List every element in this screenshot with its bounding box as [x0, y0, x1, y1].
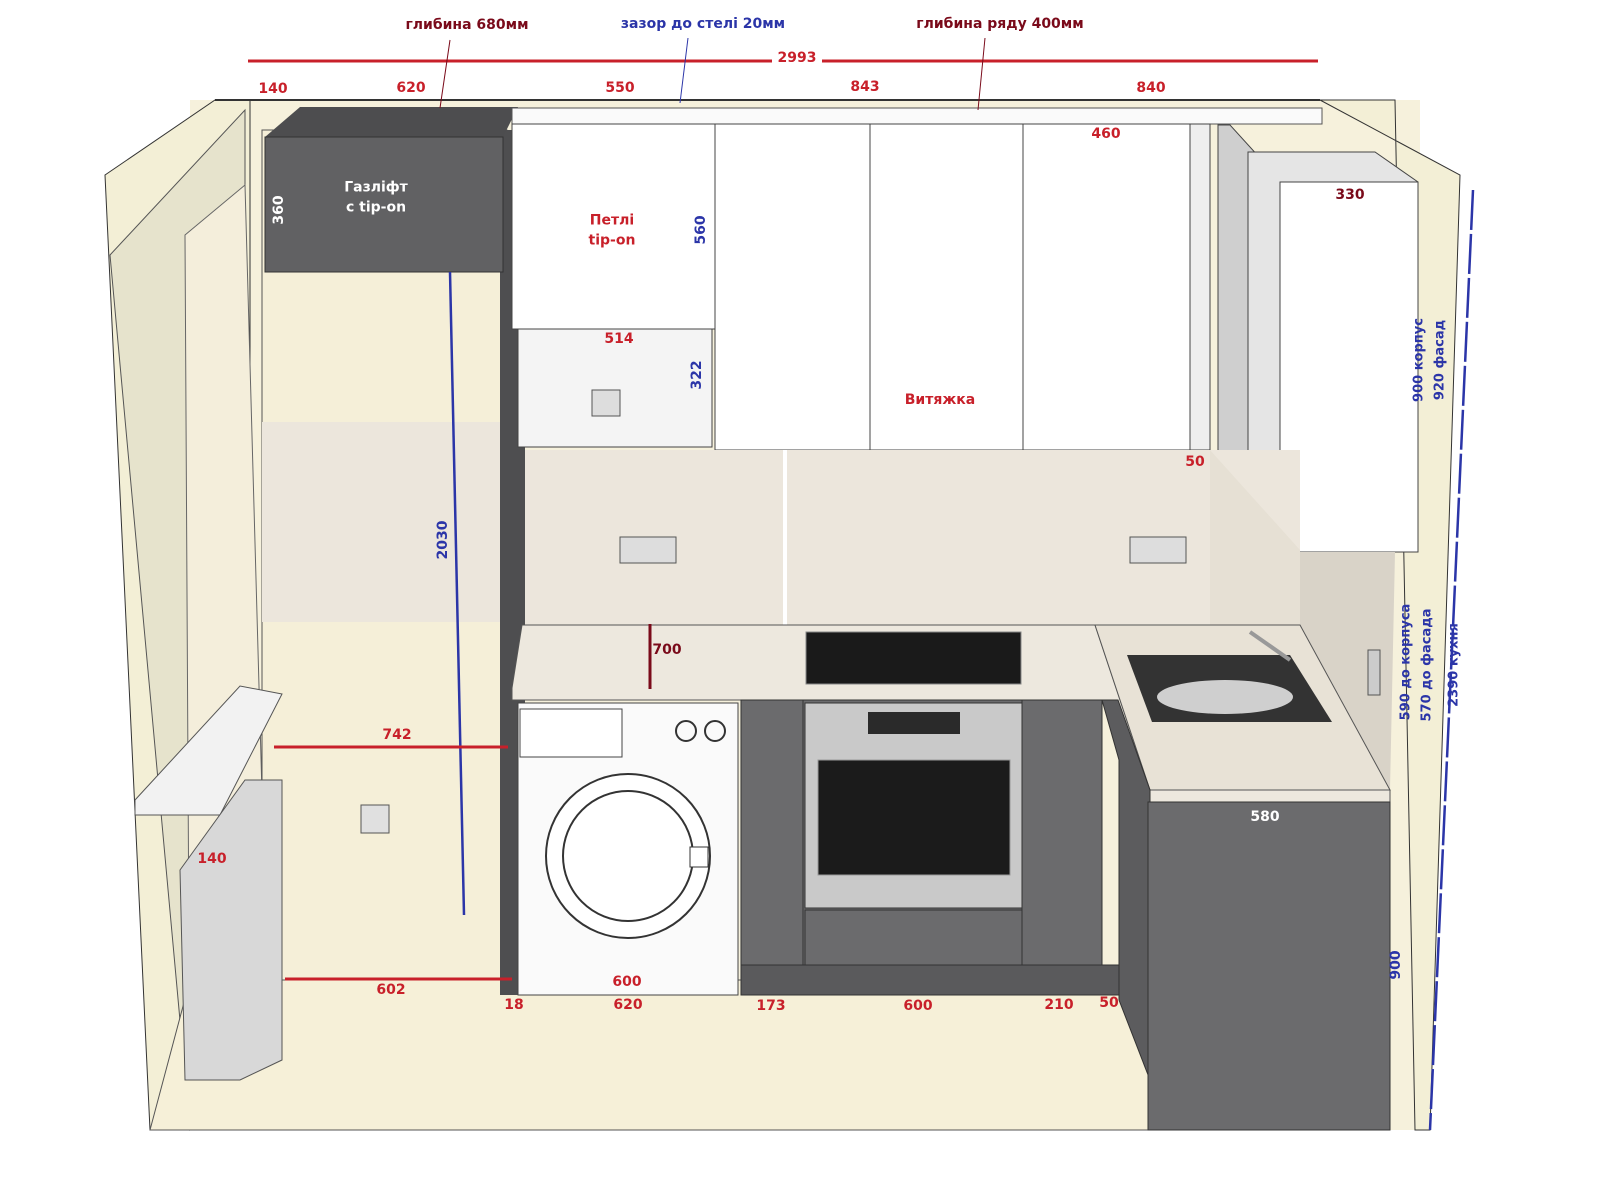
dim-gaslift-height: 360	[270, 195, 287, 225]
dim-top: 140	[258, 80, 288, 97]
right-wall	[1319, 99, 1461, 1131]
dim-niche-width: 514	[604, 330, 634, 347]
upper-niche	[517, 328, 713, 448]
dim-kitchen-height: 2390 кухня	[1446, 623, 1462, 707]
dim-oven-600: 600	[903, 997, 933, 1014]
dim-to-corpus: 590 до корпуса	[1398, 603, 1414, 721]
dim-base-900: 900	[1387, 950, 1404, 980]
cooktop	[805, 631, 1022, 685]
tall-backsplash-panel	[262, 422, 507, 622]
dim-210: 210	[1044, 996, 1074, 1013]
dim-18: 18	[504, 996, 524, 1013]
dim-50-lower: 50	[1099, 994, 1119, 1011]
dim-washer-600: 600	[612, 973, 642, 990]
dim-tall-height: 2030	[434, 520, 451, 560]
floor	[149, 979, 1151, 1131]
note-hood: Витяжка	[904, 391, 976, 408]
upper-cabinet	[1022, 123, 1199, 451]
window-sill	[134, 685, 283, 816]
dim-upper-facade: 920 фасад	[1432, 319, 1448, 401]
dim-50-upper: 50	[1185, 453, 1205, 470]
dim-upper-corpus: 900 корпус	[1411, 318, 1427, 402]
dim-173: 173	[756, 997, 786, 1014]
dim-top: 840	[1136, 79, 1166, 96]
dim-to-facade: 570 до фасада	[1419, 608, 1435, 722]
dim-580: 580	[1250, 808, 1280, 825]
hood-cabinet	[869, 123, 1024, 451]
upper-cabinet-hinges	[511, 123, 716, 330]
dim-602: 602	[376, 981, 406, 998]
radiator	[179, 779, 283, 1081]
dim-460: 460	[1091, 125, 1121, 142]
corner-upper-cabinet	[1279, 181, 1419, 553]
dim-330: 330	[1335, 186, 1365, 203]
wall-socket	[360, 804, 390, 834]
dim-radiator: 140	[197, 850, 227, 867]
dim-top: 620	[396, 79, 426, 96]
upper-cabinet	[714, 123, 871, 451]
dim-top: 843	[850, 78, 880, 95]
base-cabinet	[1021, 699, 1103, 966]
gaslift-cabinet	[264, 136, 504, 273]
note-row-depth: глибина ряду 400мм	[916, 15, 1084, 32]
dim-total-width: 2993	[777, 49, 817, 66]
double-socket	[619, 536, 677, 564]
note-hinges: Петлі tip-on	[588, 212, 636, 249]
dim-niche-height: 322	[688, 360, 705, 390]
dim-backsplash: 700	[652, 641, 682, 658]
dim-top: 550	[605, 79, 635, 96]
double-socket	[1129, 536, 1187, 564]
dim-742: 742	[382, 726, 412, 743]
note-ceiling-gap: зазор до стелі 20мм	[620, 15, 786, 32]
base-cabinet	[740, 699, 804, 966]
dim-upper-height: 560	[692, 215, 709, 245]
note-depth-680: глибина 680мм	[405, 16, 529, 33]
note-gaslift: Газліфт с tip-on	[344, 179, 408, 216]
dim-washer-620: 620	[613, 996, 643, 1013]
sink-cabinet	[1147, 801, 1391, 1131]
